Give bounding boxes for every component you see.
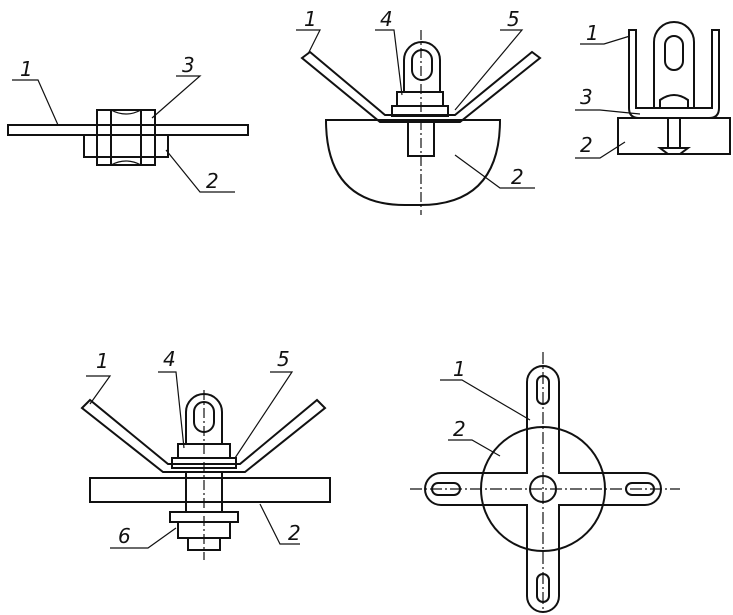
- fig-d-label-5: 5: [277, 347, 290, 371]
- fig-d-label-6: 6: [118, 524, 131, 548]
- fig-b-label-1: 1: [304, 7, 317, 31]
- fig-c-bracket: [628, 29, 720, 119]
- fig-b-label-2: 2: [511, 165, 524, 189]
- fig-d-label-1: 1: [96, 349, 109, 373]
- fig-b-label-5: 5: [507, 7, 520, 31]
- fig-e-rubber-disc: [480, 426, 606, 552]
- figure-e: 1 2: [410, 352, 680, 613]
- fig-d-eyebolt: [185, 393, 223, 445]
- fig-e-label-2: 2: [453, 417, 466, 441]
- fig-b-base: [324, 119, 502, 206]
- fig-d-label-4: 4: [163, 347, 176, 371]
- fig-c-label-2: 2: [580, 133, 593, 157]
- fig-b-bracket: [300, 50, 542, 123]
- fig-e-cross-plate: [424, 365, 662, 613]
- figure-a: 1 3 2: [7, 53, 249, 193]
- fig-b-label-4: 4: [380, 7, 393, 31]
- fig-a-plate: [7, 124, 249, 136]
- fig-a-label-2: 2: [206, 169, 219, 193]
- fig-b-eyebolt: [403, 41, 441, 93]
- fig-e-label-1: 1: [453, 357, 466, 381]
- fig-d-plate: [89, 477, 331, 503]
- fig-e-center-boss: [529, 475, 557, 503]
- fig-c-loop: [653, 21, 695, 109]
- fig-a-rubber: [83, 134, 169, 158]
- fig-a-label-1: 1: [20, 57, 33, 81]
- fig-c-label-1: 1: [586, 21, 599, 45]
- figure-d: 1 4 5 6 2: [80, 347, 331, 560]
- fig-c-label-3: 3: [580, 85, 593, 109]
- fig-a-label-3: 3: [182, 53, 195, 77]
- figure-b: 1 4 5 2: [296, 7, 542, 215]
- fig-d-label-2: 2: [288, 521, 301, 545]
- figure-c: 1 3 2: [575, 21, 731, 159]
